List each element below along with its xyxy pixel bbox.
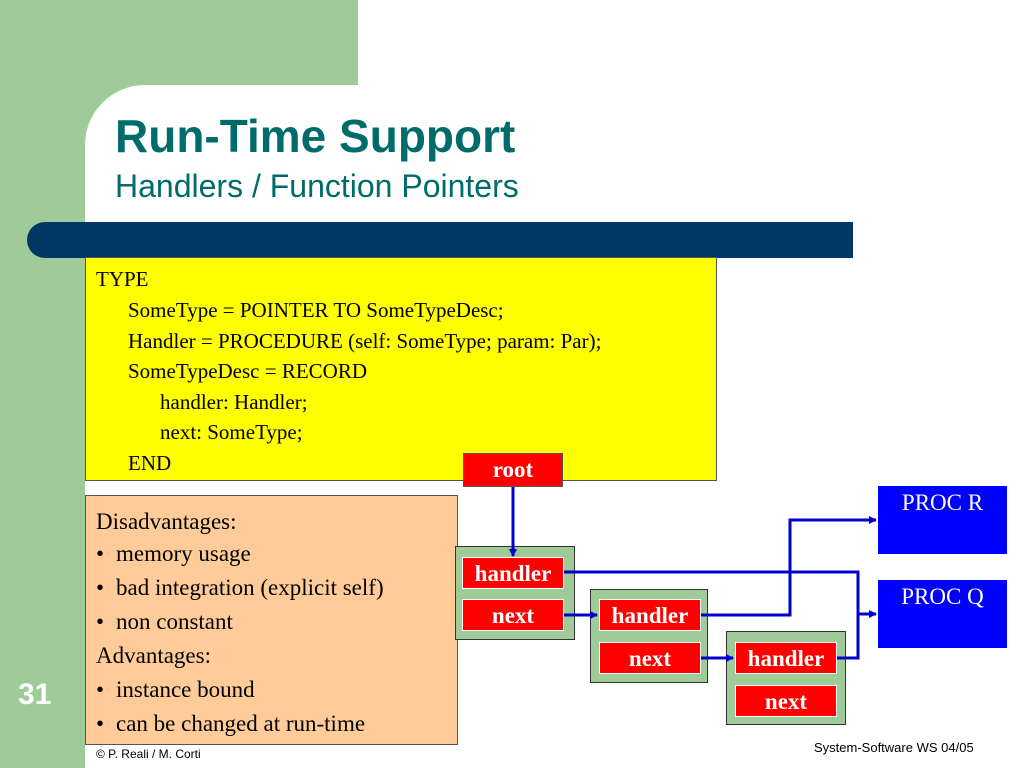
node-3-next-field: next <box>735 685 837 717</box>
list-item-text: bad integration (explicit self) <box>116 575 384 600</box>
bullet: • <box>96 711 105 736</box>
slide-title: Run-Time Support <box>115 110 516 162</box>
disadvantages-heading: Disadvantages: <box>96 509 237 534</box>
code-line: next: SomeType; <box>160 420 303 444</box>
node2-handler-to-proc-r-arrow <box>701 516 877 617</box>
list-item-text: memory usage <box>116 541 251 566</box>
title-rule-bar <box>27 222 853 258</box>
list-item-text: can be changed at run-time <box>116 711 366 736</box>
code-line: Handler = PROCEDURE (self: SomeType; par… <box>128 329 602 353</box>
proc-r-box: PROC R <box>878 486 1007 554</box>
node-3-handler-field: handler <box>735 642 837 674</box>
slide-number: 31 <box>18 678 52 711</box>
node-1-handler-field: handler <box>462 557 564 589</box>
list-item: • can be changed at run-time <box>96 710 365 738</box>
list-item: • instance bound <box>96 676 255 704</box>
footer-author: © P. Reali / M. Corti <box>96 747 201 761</box>
node1-handler-to-proc-q-arrow <box>564 570 877 618</box>
code-line: SomeType = POINTER TO SomeTypeDesc; <box>128 298 504 322</box>
list-item: • memory usage <box>96 540 251 568</box>
list-item-text: non constant <box>116 609 233 634</box>
bullet: • <box>96 575 105 600</box>
advantages-heading: Advantages: <box>96 643 211 668</box>
list-item-text: instance bound <box>116 677 255 702</box>
node-2-next-field: next <box>599 642 701 674</box>
footer-course: System-Software WS 04/05 <box>814 740 974 755</box>
code-line: SomeTypeDesc = RECORD <box>128 359 368 383</box>
code-box: TYPE SomeType = POINTER TO SomeTypeDesc;… <box>85 257 717 481</box>
list-item: • bad integration (explicit self) <box>96 574 384 602</box>
slide-subtitle: Handlers / Function Pointers <box>115 168 519 204</box>
bullet: • <box>96 541 105 566</box>
node3-handler-to-proc-q-arrow <box>837 614 860 660</box>
proc-q-box: PROC Q <box>878 580 1007 648</box>
bullet: • <box>96 677 105 702</box>
list-item: • non constant <box>96 608 233 636</box>
code-line: END <box>128 451 172 475</box>
code-line: TYPE <box>96 267 149 291</box>
node-1-next-field: next <box>462 599 564 631</box>
code-line: handler: Handler; <box>160 390 308 414</box>
root-pointer: root <box>463 453 563 487</box>
node-2-handler-field: handler <box>599 599 701 631</box>
bullet: • <box>96 609 105 634</box>
pros-cons-box: Disadvantages: • memory usage • bad integr… <box>85 495 458 745</box>
